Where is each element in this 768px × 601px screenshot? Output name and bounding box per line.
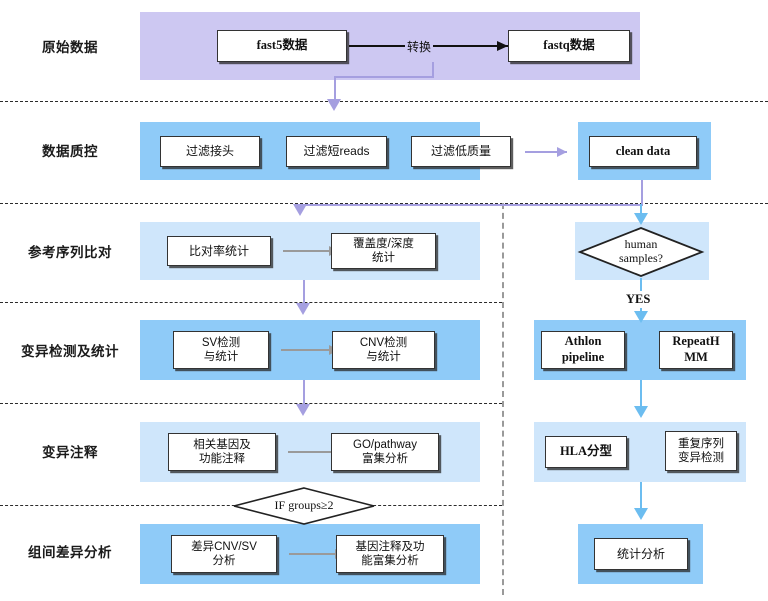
node-gene-annotation-line1: 相关基因及 (193, 438, 251, 451)
node-gene-annotation[interactable]: 相关基因及 功能注释 (168, 433, 276, 471)
separator-variant-annotation (0, 403, 502, 404)
separator-annotation-groupdiff-left (0, 505, 260, 506)
separator-qc-alignment (0, 203, 768, 204)
row-label-qc: 数据质控 (42, 144, 98, 159)
node-go-pathway-line2: 富集分析 (362, 453, 408, 465)
node-sv-detection[interactable]: SV检测 与统计 (173, 331, 269, 369)
node-go-pathway-line1: GO/pathway (353, 438, 417, 451)
connector-decision-to-yes (640, 278, 643, 291)
decision-human-samples[interactable]: human samples? (577, 226, 705, 278)
arrowhead-to-annotation-right (634, 406, 648, 418)
arrow-sv-to-cnv (281, 345, 339, 355)
node-repeat-variant-line1: 重复序列 (678, 437, 724, 450)
connector-variant-down (303, 380, 306, 406)
node-hla-typing[interactable]: HLA分型 (545, 436, 627, 468)
row-label-group-diff: 组间差异分析 (28, 545, 112, 560)
connector-annotation-right-down (640, 482, 643, 510)
node-repeathmm[interactable]: RepeatH MM (659, 331, 733, 369)
row-label-raw-data: 原始数据 (42, 40, 98, 55)
row-label-annotation: 变异注释 (42, 445, 98, 460)
decision-if-groups[interactable]: IF groups≥2 (232, 487, 376, 525)
node-diff-cnv-sv[interactable]: 差异CNV/SV 分析 (171, 535, 277, 573)
node-repeat-variant-detection[interactable]: 重复序列 变异检测 (665, 431, 737, 471)
node-clean-data[interactable]: clean data (589, 136, 697, 167)
node-sv-detection-line1: SV检测 (201, 336, 241, 349)
node-filter-low-quality[interactable]: 过滤低质量 (411, 136, 511, 167)
arrowhead-to-variant-right (634, 311, 648, 323)
node-sv-detection-line2: 与统计 (203, 351, 239, 363)
edge-label-convert: 转换 (405, 38, 434, 55)
node-statistical-analysis[interactable]: 统计分析 (594, 538, 688, 570)
connector-alignment-down (303, 280, 306, 305)
row-label-alignment: 参考序列比对 (28, 245, 112, 260)
node-diff-cnv-sv-line2: 分析 (212, 555, 236, 567)
node-cnv-detection-line1: CNV检测 (359, 336, 408, 349)
node-go-pathway[interactable]: GO/pathway 富集分析 (331, 433, 439, 471)
node-athlon-pipeline-line2: pipeline (561, 350, 605, 364)
node-coverage-depth[interactable]: 覆盖度/深度 统计 (331, 233, 436, 269)
separator-raw-qc (0, 101, 768, 102)
node-filter-short-reads[interactable]: 过滤短reads (286, 136, 387, 167)
node-gene-annotation-line2: 功能注释 (199, 453, 245, 465)
node-repeathmm-line2: MM (684, 350, 708, 364)
row-label-variant-calling: 变异检测及统计 (21, 344, 119, 359)
arrowhead-to-decision (634, 213, 648, 225)
node-fastq[interactable]: fastq数据 (508, 30, 630, 62)
node-athlon-pipeline[interactable]: Athlon pipeline (541, 331, 625, 369)
node-diff-cnv-sv-line1: 差异CNV/SV (191, 540, 257, 553)
node-gene-anno-enrich-line2: 能富集分析 (361, 555, 419, 567)
separator-column-divider (502, 203, 504, 595)
node-filter-adapter[interactable]: 过滤接头 (160, 136, 260, 167)
edge-label-yes: YES (626, 292, 651, 306)
connector-clean-down (641, 180, 644, 206)
arrow-filter-to-cleandata (525, 147, 567, 157)
node-cnv-detection[interactable]: CNV检测 与统计 (332, 331, 435, 369)
node-fast5[interactable]: fast5数据 (217, 30, 347, 62)
node-cnv-detection-line2: 与统计 (366, 351, 401, 363)
node-coverage-depth-line1: 覆盖度/深度 (353, 237, 414, 250)
arrowhead-to-variant-left (296, 303, 310, 315)
node-repeathmm-line1: RepeatH (672, 334, 720, 349)
connector-fastq-horizontal (334, 76, 434, 79)
arrowhead-to-annotation-left (296, 404, 310, 416)
arrowhead-to-stat-analysis (634, 508, 648, 520)
node-gene-annotation-enrichment[interactable]: 基因注释及功 能富集分析 (336, 535, 444, 573)
arrowhead-to-qc (327, 99, 341, 111)
arrowhead-to-alignment (293, 204, 307, 216)
connector-variant-right-down (640, 380, 643, 408)
node-repeat-variant-line2: 变异检测 (678, 452, 724, 464)
connector-fastq-down-right (432, 62, 435, 78)
node-athlon-pipeline-line1: Athlon (564, 334, 602, 349)
node-coverage-depth-line2: 统计 (372, 252, 395, 264)
node-alignment-rate[interactable]: 比对率统计 (167, 236, 271, 266)
connector-fastq-down-left (334, 76, 337, 101)
separator-alignment-variant (0, 302, 502, 303)
separator-annotation-groupdiff-right (363, 505, 502, 506)
connector-clean-to-decision (640, 204, 643, 216)
node-gene-anno-enrich-line1: 基因注释及功 (355, 540, 425, 553)
connector-clean-horizontal (300, 204, 643, 207)
